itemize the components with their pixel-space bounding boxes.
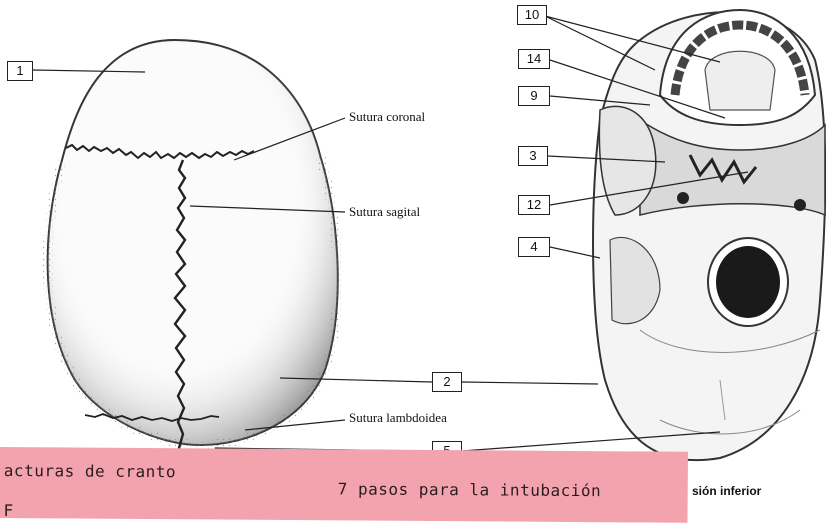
label-box-10: 10 — [517, 5, 547, 25]
handwritten-note: acturas de cranto 7 pasos para la intuba… — [0, 447, 688, 523]
label-sutura-lambdoidea: Sutura lambdoidea — [349, 410, 447, 426]
label-vision-inferior: sión inferior — [692, 484, 761, 498]
note-line-1-left: acturas de cranto — [4, 461, 176, 481]
note-line-1-right: 7 pasos para la intubación — [338, 479, 602, 500]
label-box-12: 12 — [518, 195, 550, 215]
skull-superior-view — [48, 40, 338, 460]
note-line-2: F — [3, 501, 13, 520]
label-box-9: 9 — [518, 86, 550, 106]
skull-inferior-view — [593, 10, 825, 460]
label-box-1: 1 — [7, 61, 33, 81]
label-box-4: 4 — [518, 237, 550, 257]
label-sutura-sagital: Sutura sagital — [349, 204, 420, 220]
label-box-2: 2 — [432, 372, 462, 392]
label-sutura-coronal: Sutura coronal — [349, 109, 425, 125]
label-box-14: 14 — [518, 49, 550, 69]
label-box-3: 3 — [518, 146, 548, 166]
